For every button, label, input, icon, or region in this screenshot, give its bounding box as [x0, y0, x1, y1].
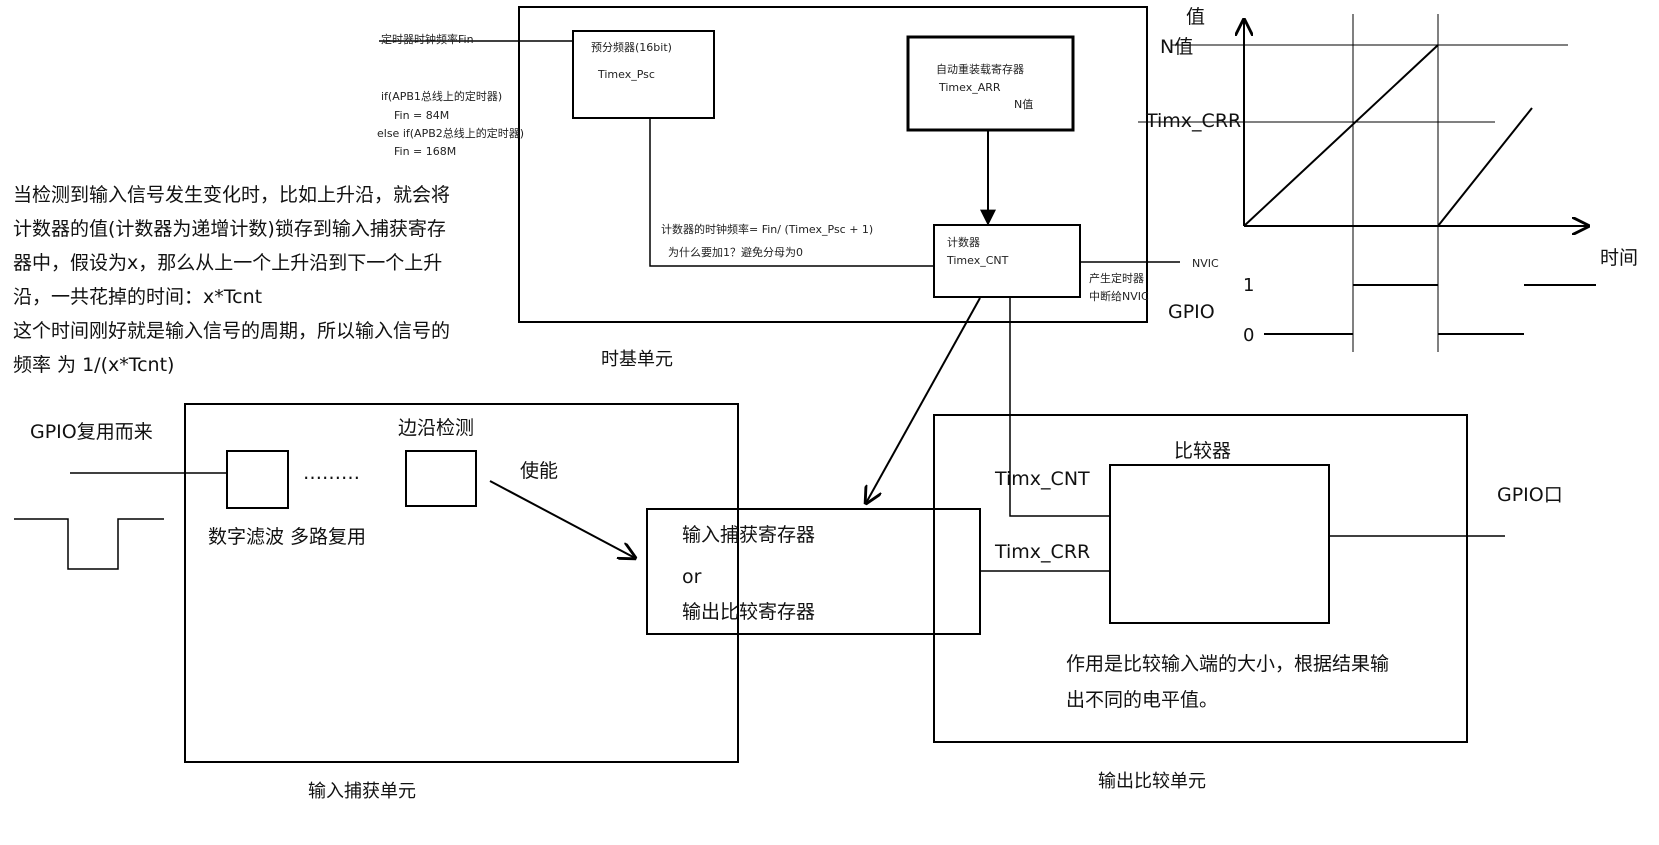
compare-cnt-label: Timx_CNT: [995, 468, 1090, 490]
arr-title: 自动重装载寄存器: [936, 63, 1024, 76]
counter-ramp-2: [1437, 107, 1533, 227]
graph-time-label: 时间: [1600, 247, 1639, 269]
interrupt-line1: 产生定时器: [1089, 272, 1144, 285]
prescaler-reg: Timex_Psc: [598, 68, 655, 81]
graph-n-value: N值: [1160, 36, 1194, 58]
comparator-box: [1109, 464, 1330, 624]
edge-detect-box: [405, 450, 477, 507]
output-compare-unit-box: [933, 414, 1468, 743]
counter-reg: Timex_CNT: [947, 254, 1009, 267]
apb1-line: if(APB1总线上的定时器): [381, 90, 503, 103]
counter-to-register-arrow: [866, 297, 981, 503]
arr-value: N值: [1014, 98, 1034, 111]
counter-title: 计数器: [947, 236, 980, 249]
apb2-line: else if(APB2总线上的定时器): [377, 127, 525, 140]
compare-desc-line1: 作用是比较输入端的大小，根据结果输: [1066, 653, 1390, 675]
explanation-line: 频率 为 1/(x*Tcnt): [13, 354, 175, 376]
gpio-in-label: GPIO复用而来: [30, 421, 153, 443]
arr-reg: Timex_ARR: [939, 81, 1001, 94]
digital-filter-box: [226, 450, 289, 509]
graph-crr-label: Timx_CRR: [1146, 110, 1242, 132]
input-capture-unit-label: 输入捕获单元: [308, 781, 416, 802]
time-base-unit-box: [518, 6, 1148, 323]
graph-gpio-label: GPIO: [1168, 301, 1215, 323]
filter-mux-label: 数字滤波 多路复用: [208, 526, 367, 548]
explanation-line: 器中，假设为x，那么从上一个上升沿到下一个上升: [13, 252, 443, 274]
register-line1: 输入捕获寄存器: [682, 524, 816, 546]
graph-level-zero: 0: [1243, 325, 1255, 346]
counter-ramp-1: [1243, 44, 1439, 227]
graph-level-one: 1: [1243, 275, 1255, 296]
apb2-fin: Fin = 168M: [394, 145, 457, 158]
compare-desc-line2: 出不同的电平值。: [1066, 689, 1219, 711]
explanation-text: 当检测到输入信号发生变化时，比如上升沿，就会将 计数器的值(计数器为递增计数)锁…: [13, 178, 450, 382]
register-line2: or: [682, 566, 702, 588]
output-compare-unit-label: 输出比较单元: [1098, 771, 1206, 792]
explanation-line: 当检测到输入信号发生变化时，比如上升沿，就会将: [13, 184, 451, 206]
prescaler-title: 预分频器(16bit): [591, 41, 672, 54]
enable-label: 使能: [520, 460, 559, 482]
enable-arrow: [489, 480, 635, 558]
prescaler-box: [572, 30, 715, 119]
counter-formula: 计数器的时钟频率= Fin/ (Timex_Psc + 1): [661, 223, 874, 236]
counter-why: 为什么要加1？避免分母为0: [668, 246, 803, 259]
compare-crr-label: Timx_CRR: [995, 541, 1091, 563]
explanation-line: 这个时间刚好就是输入信号的周期，所以输入信号的: [13, 320, 451, 342]
nvic-label: NVIC: [1192, 257, 1219, 270]
explanation-line: 沿，一共花掉的时间：x*Tcnt: [13, 286, 263, 308]
arr-box: [906, 35, 1075, 132]
input-capture-unit-box: [184, 403, 739, 763]
edge-detect-label: 边沿检测: [398, 417, 475, 439]
graph-y-label: 值: [1186, 6, 1206, 28]
fin-label: 定时器时钟频率Fin: [381, 33, 474, 46]
explanation-line: 计数器的值(计数器为递增计数)锁存到输入捕获寄存: [13, 218, 446, 240]
apb1-fin: Fin = 84M: [394, 109, 450, 122]
counter-box: [933, 224, 1081, 298]
dots-label: ………: [303, 462, 360, 484]
interrupt-line2: 中断给NVIC: [1089, 290, 1149, 303]
time-base-unit-label: 时基单元: [601, 349, 673, 370]
register-line3: 输出比较寄存器: [682, 601, 816, 623]
gpio-out-label: GPIO口: [1497, 484, 1563, 506]
input-waveform: [14, 518, 164, 570]
comparator-label: 比较器: [1174, 440, 1232, 462]
